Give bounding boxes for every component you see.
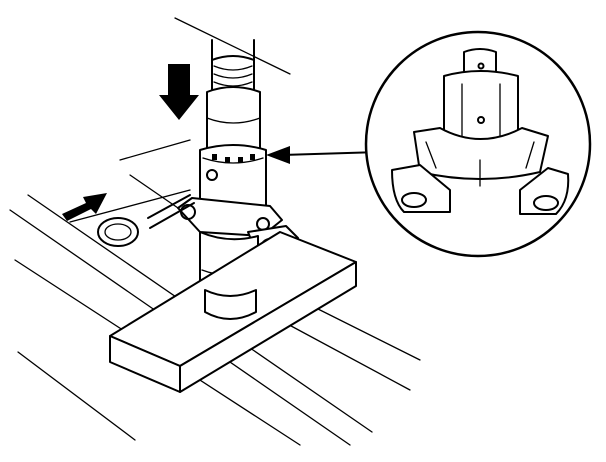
support-block xyxy=(109,231,357,393)
detail-magnifier xyxy=(364,30,592,258)
callout-pointer-arrow-icon xyxy=(266,146,381,164)
insert-pin-arrow-icon xyxy=(62,193,107,221)
press-ram xyxy=(174,17,291,157)
lock-pin xyxy=(97,194,195,247)
press-down-arrow-icon xyxy=(159,64,199,120)
